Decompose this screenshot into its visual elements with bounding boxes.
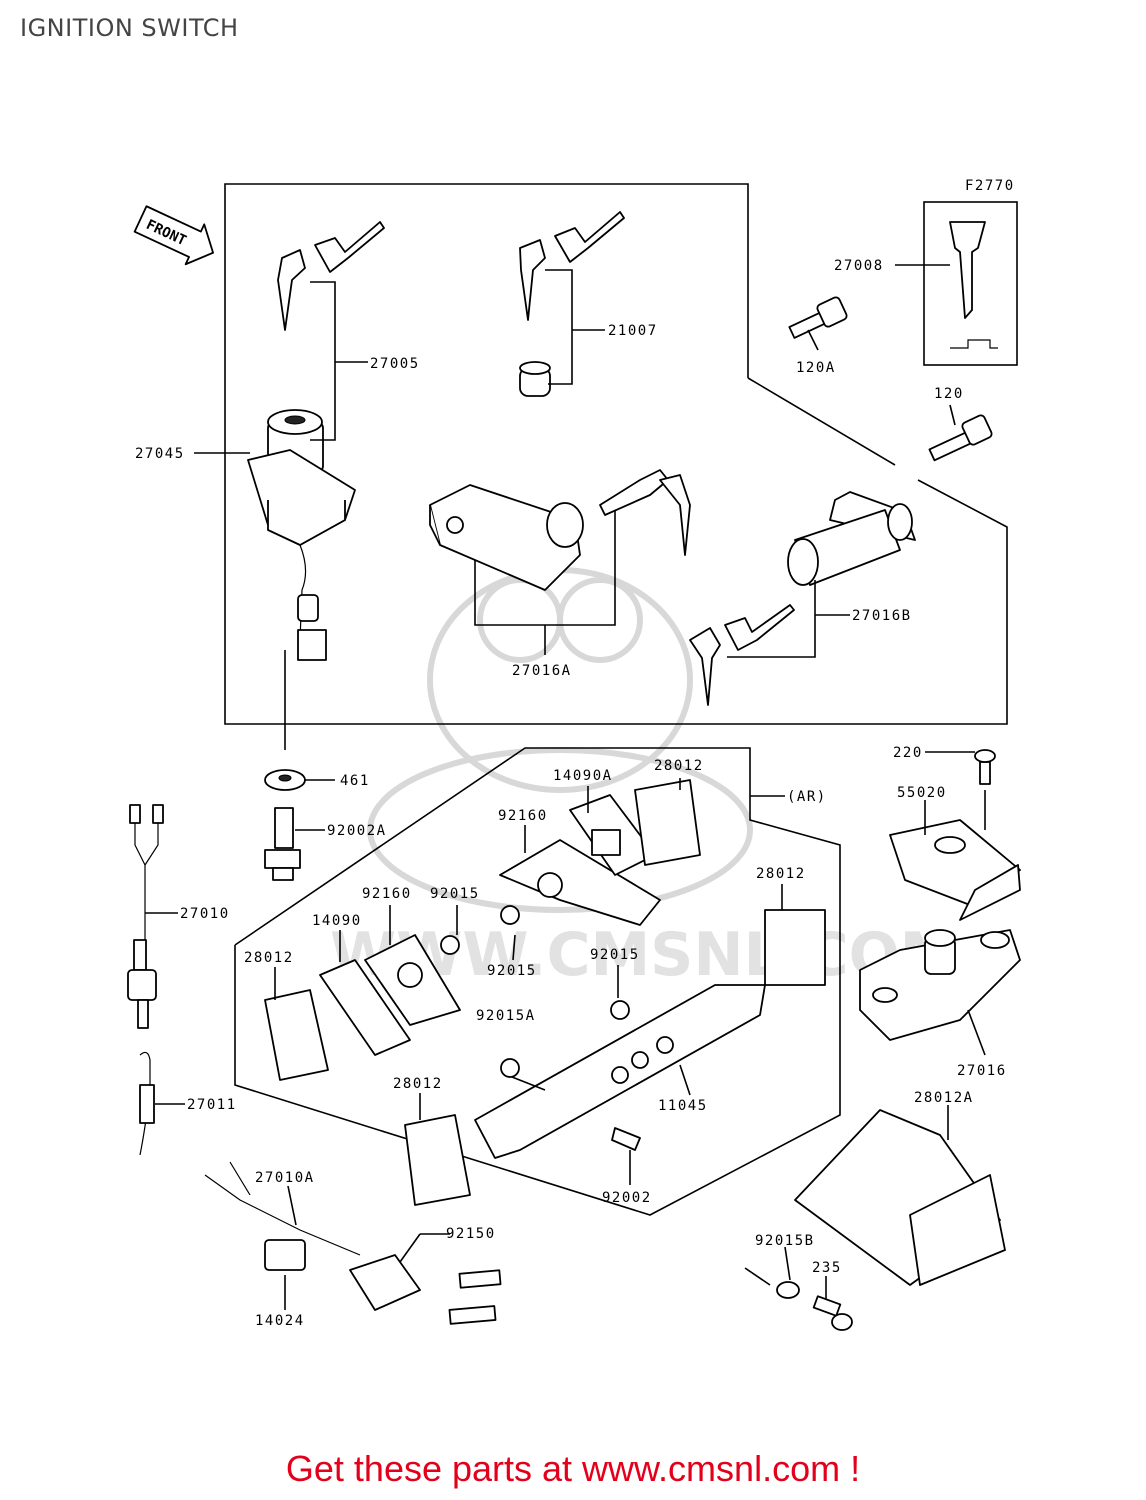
nut-92015B	[776, 1281, 800, 1299]
ignition-switch-part	[247, 409, 356, 661]
label-27005: 27005	[370, 356, 420, 372]
bracket-group	[264, 779, 826, 1206]
label-27010A: 27010A	[255, 1170, 315, 1186]
leader-lines	[145, 264, 986, 1310]
label-220: 220	[893, 745, 923, 761]
label-28012-right: 28012	[756, 866, 806, 882]
label-92160-upper: 92160	[498, 808, 548, 824]
promo-footer-link[interactable]: Get these parts at www.cmsnl.com !	[285, 1448, 861, 1489]
key-set-21007	[519, 211, 625, 397]
label-27016: 27016	[957, 1063, 1007, 1079]
label-120A: 120A	[796, 360, 836, 376]
key-27008	[949, 221, 998, 349]
label-92002: 92002	[602, 1190, 652, 1206]
label-11045: 11045	[658, 1098, 708, 1114]
pad-28012A	[794, 1109, 1006, 1286]
label-235: 235	[812, 1260, 842, 1276]
label-21007: 21007	[608, 323, 658, 339]
label-92150: 92150	[446, 1226, 496, 1242]
switch-harness-27010A	[204, 1161, 502, 1325]
page-title: IGNITION SWITCH	[20, 14, 239, 42]
bolt-120A	[788, 296, 848, 339]
label-92015B: 92015B	[755, 1233, 815, 1249]
bolt-92002A	[264, 807, 301, 881]
label-92015-middle: 92015	[487, 963, 537, 979]
label-27016A: 27016A	[512, 663, 572, 679]
lock-cylinder-27016B	[689, 491, 916, 706]
frames	[224, 183, 1018, 1216]
label-92015-upper: 92015	[430, 886, 480, 902]
label-27011: 27011	[187, 1097, 237, 1113]
lock-housing-27016	[859, 929, 1021, 1041]
label-27045: 27045	[135, 446, 185, 462]
label-14024: 14024	[255, 1313, 305, 1329]
label-55020: 55020	[897, 785, 947, 801]
sensor-27010	[127, 804, 164, 1029]
screw-220	[974, 749, 996, 785]
washer-461	[264, 769, 306, 791]
label-120: 120	[934, 386, 964, 402]
screw-235	[812, 1295, 853, 1331]
label-92015A: 92015A	[476, 1008, 536, 1024]
label-14090: 14090	[312, 913, 362, 929]
label-AR: (AR)	[787, 789, 827, 805]
seat-lock-27016A	[429, 469, 691, 591]
label-92160-lower: 92160	[362, 886, 412, 902]
part-number-labels: F2770 27005 21007 27008 120A 120 27045 2…	[135, 178, 1015, 1329]
front-arrow-icon: FRONT	[133, 205, 214, 266]
label-27008: 27008	[834, 258, 884, 274]
watermark: WWW.CMSNL.COM	[330, 567, 959, 990]
label-14090A: 14090A	[553, 768, 613, 784]
bolt-120	[928, 414, 993, 462]
label-28012A: 28012A	[914, 1090, 974, 1106]
figure-code: F2770	[965, 178, 1015, 194]
cover-55020	[889, 819, 1021, 921]
label-27010: 27010	[180, 906, 230, 922]
label-461: 461	[340, 773, 370, 789]
spring-27011	[139, 1051, 155, 1156]
label-28012-bottom: 28012	[393, 1076, 443, 1092]
label-28012-left: 28012	[244, 950, 294, 966]
label-92015-right: 92015	[590, 947, 640, 963]
key-set-27005	[277, 221, 385, 331]
label-28012-top: 28012	[654, 758, 704, 774]
label-92002A: 92002A	[327, 823, 387, 839]
label-27016B: 27016B	[852, 608, 912, 624]
